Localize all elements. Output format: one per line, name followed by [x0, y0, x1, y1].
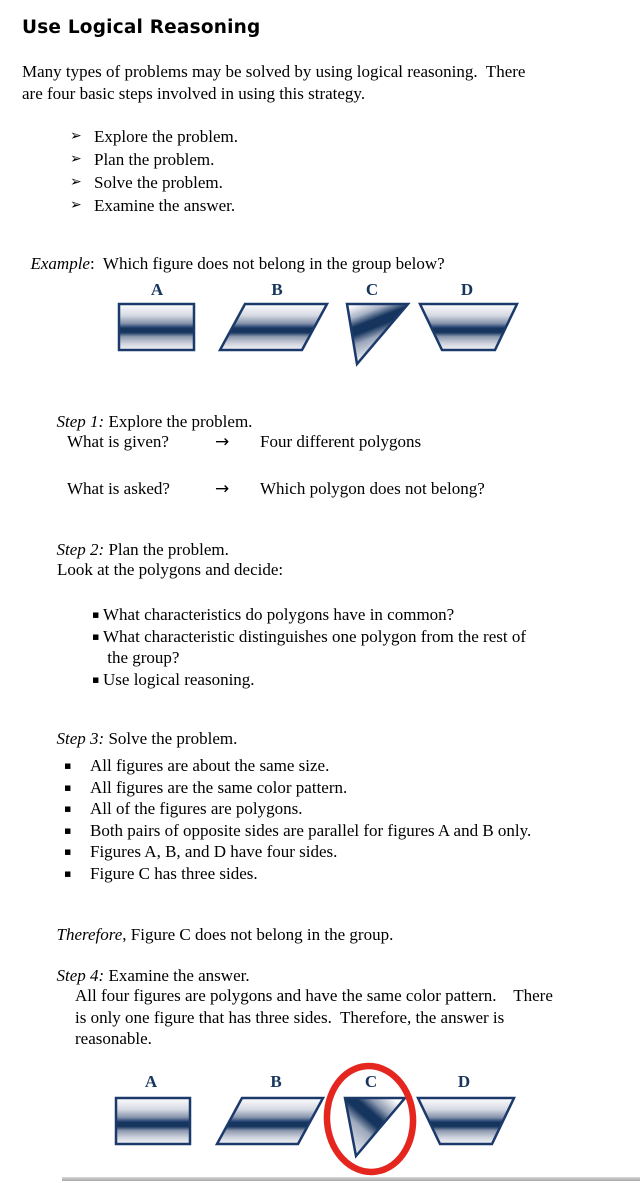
list-item: ▪ Figures A, B, and D have four sides. — [64, 841, 609, 863]
step3-bullet-text: All figures are about the same size. — [90, 756, 330, 775]
figure-group-top: A B C D — [0, 278, 640, 373]
square-bullet-icon: ▪ — [64, 759, 72, 772]
step3-bullet-text: All of the figures are polygons. — [90, 799, 303, 818]
arrow-bullet-icon: ➢ — [70, 197, 82, 213]
square-bullet-icon: ▪ — [64, 866, 72, 880]
figure-a-label: A — [144, 1072, 158, 1091]
example-label: Example — [30, 254, 90, 273]
figure-b-label: B — [271, 280, 283, 299]
figure-b-parallelogram — [214, 1096, 326, 1146]
figure-d-label: D — [460, 280, 474, 299]
step2-bullet-text: What characteristics do polygons have in… — [103, 605, 455, 624]
figure-b-label: B — [270, 1072, 282, 1091]
list-item: ➢ Examine the answer. — [70, 194, 238, 217]
list-item: ➢ Solve the problem. — [70, 171, 238, 194]
step3-bullet-text: Figures A, B, and D have four sides. — [90, 842, 338, 861]
step3-title: Solve the problem. — [104, 729, 238, 748]
question-given: What is given? — [67, 432, 169, 451]
figure-a-rectangle — [117, 302, 196, 352]
square-bullet-icon: ▪ — [64, 823, 72, 837]
list-item: ▪ Use logical reasoning. — [92, 669, 597, 691]
square-bullet-icon: ▪ — [92, 629, 100, 643]
polygon-figures-bottom — [114, 1062, 516, 1176]
example-line: Example: Which figure does not belong in… — [22, 234, 445, 274]
figure-group-bottom: A B C D — [0, 1060, 640, 1183]
step3-heading: Step 3: Solve the problem. — [48, 707, 238, 749]
figure-c-label: C — [365, 280, 379, 299]
qa-row-asked: What is asked? → Which polygon does not … — [0, 479, 640, 501]
step1-heading: Step 1: Explore the problem. — [48, 390, 253, 432]
intro-paragraph: Many types of problems may be solved by … — [22, 62, 526, 103]
step3-label: Step 3: — [56, 729, 105, 748]
answer-given: Four different polygons — [260, 432, 422, 451]
step2-bullet-text: Use logical reasoning. — [103, 669, 255, 689]
strategy-step-label: Explore the problem. — [94, 127, 238, 146]
square-bullet-icon: ▪ — [92, 608, 100, 621]
strategy-step-label: Plan the problem. — [94, 150, 215, 169]
strategy-step-label: Examine the answer. — [94, 196, 236, 215]
answer-circle-annotation — [323, 1062, 417, 1176]
arrow-bullet-icon: ➢ — [70, 174, 82, 190]
arrow-bullet-icon: ➢ — [70, 128, 82, 144]
figure-d-label: D — [457, 1072, 471, 1091]
qa-row-given: What is given? → Four different polygons — [0, 432, 640, 454]
figure-c-triangle — [343, 1096, 408, 1159]
page-title: Use Logical Reasoning — [22, 17, 261, 38]
step2-title: Plan the problem. — [104, 540, 229, 559]
step4-paragraph: All four figures are polygons and have t… — [75, 986, 553, 1048]
step2-heading: Step 2: Plan the problem. — [48, 518, 229, 560]
step2-bullet-list: ▪ What characteristics do polygons have … — [92, 604, 597, 690]
conclusion-text: , Figure C does not belong in the group. — [122, 925, 394, 944]
figure-c-label: C — [364, 1072, 378, 1091]
step4-title: Examine the answer. — [104, 966, 250, 985]
step3-bullet-list: ▪ All figures are about the same size. ▪… — [64, 755, 609, 884]
right-arrow-icon: → — [215, 432, 230, 452]
example-question: : Which figure does not belong in the gr… — [89, 254, 445, 273]
figure-c-triangle — [345, 302, 411, 367]
polygon-figures-top — [117, 302, 519, 367]
list-item: ▪ Both pairs of opposite sides are paral… — [64, 820, 609, 842]
square-bullet-icon: ▪ — [64, 845, 72, 858]
question-asked: What is asked? — [67, 479, 170, 498]
list-item: ▪ All figures are the same color pattern… — [64, 777, 609, 799]
list-item: ▪ All of the figures are polygons. — [64, 798, 609, 820]
step2-intro: Look at the polygons and decide: — [57, 560, 284, 579]
square-bullet-icon: ▪ — [64, 780, 72, 794]
step2-label: Step 2: — [56, 540, 105, 559]
figure-d-trapezoid — [416, 1096, 516, 1146]
conclusion-line: Therefore, Figure C does not belong in t… — [48, 905, 394, 945]
figure-a-label: A — [150, 280, 164, 299]
list-item: ➢ Plan the problem. — [70, 148, 238, 171]
list-item: ▪ What characteristic distinguishes one … — [92, 626, 597, 669]
right-arrow-icon: → — [215, 479, 230, 499]
step3-bullet-text: Both pairs of opposite sides are paralle… — [90, 820, 532, 840]
figure-a-rectangle — [114, 1096, 192, 1146]
arrow-bullet-icon: ➢ — [70, 151, 82, 167]
square-bullet-icon: ▪ — [92, 672, 100, 686]
step1-label: Step 1: — [56, 412, 105, 431]
step4-label: Step 4: — [56, 966, 105, 985]
figure-d-trapezoid — [418, 302, 519, 352]
strategy-list: ➢ Explore the problem. ➢ Plan the proble… — [70, 125, 238, 217]
step1-title: Explore the problem. — [104, 412, 253, 431]
answer-asked: Which polygon does not belong? — [260, 479, 485, 498]
strategy-step-label: Solve the problem. — [94, 173, 223, 192]
list-item: ➢ Explore the problem. — [70, 125, 238, 148]
step2-bullet-text: What characteristic distinguishes one po… — [103, 626, 526, 668]
list-item: ▪ Figure C has three sides. — [64, 863, 609, 885]
step3-bullet-text: Figure C has three sides. — [90, 863, 258, 883]
page-edge-line — [62, 1177, 640, 1181]
conclusion-label: Therefore — [56, 925, 123, 944]
list-item: ▪ What characteristics do polygons have … — [92, 604, 597, 626]
figure-b-parallelogram — [217, 302, 330, 352]
square-bullet-icon: ▪ — [64, 802, 72, 815]
step3-bullet-text: All figures are the same color pattern. — [90, 777, 348, 797]
list-item: ▪ All figures are about the same size. — [64, 755, 609, 777]
step4-heading: Step 4: Examine the answer. — [48, 944, 250, 986]
